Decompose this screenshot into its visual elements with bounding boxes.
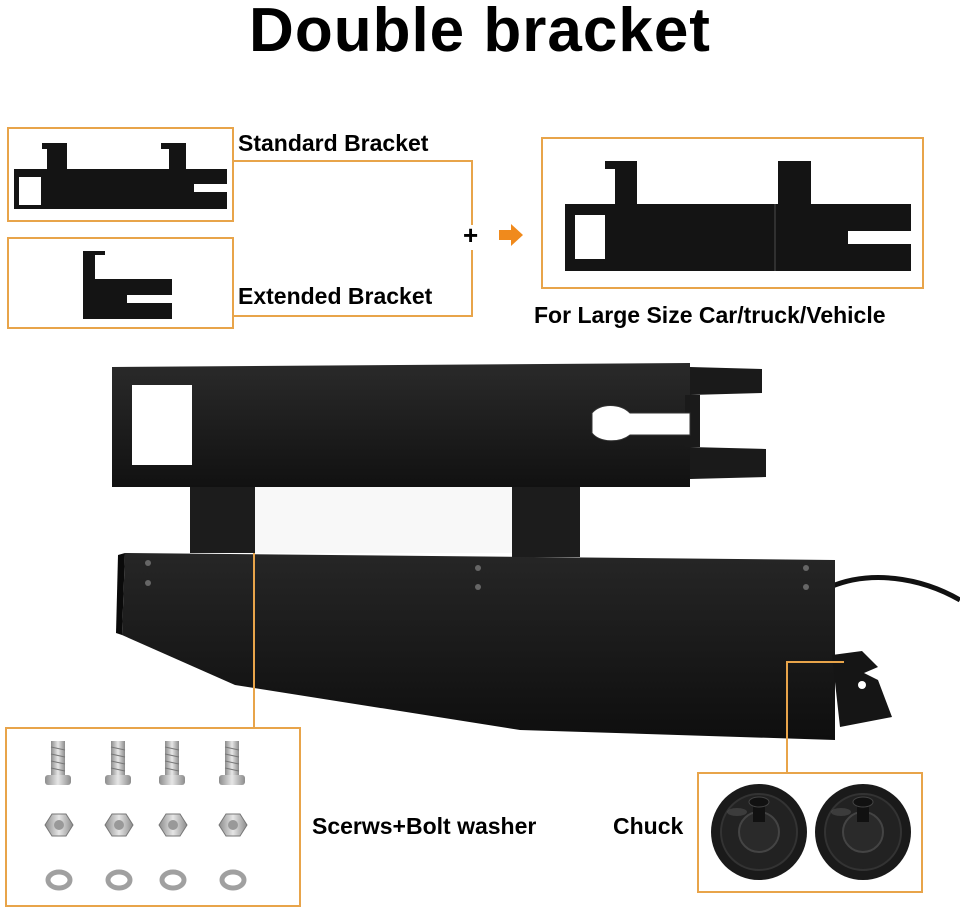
extended-bracket-image-box (7, 237, 234, 329)
page-title: Double bracket (249, 0, 711, 65)
main-bracket-photo (112, 363, 960, 740)
combined-caption: For Large Size Car/truck/Vehicle (534, 302, 886, 328)
screws-label: Scerws+Bolt washer (312, 813, 537, 839)
extended-bracket-label: Extended Bracket (238, 283, 433, 309)
connector-line-bottom (234, 315, 472, 317)
arrow-right-icon (499, 224, 523, 246)
standard-bracket-label: Standard Bracket (238, 130, 429, 156)
standard-bracket-image (14, 143, 227, 209)
connector-line-vertical-lower (471, 250, 473, 317)
plus-sign: + (463, 220, 479, 250)
connector-line-top (234, 160, 472, 162)
extended-bracket-image (83, 251, 172, 319)
combined-bracket-image-box (541, 137, 924, 289)
screws-callout-line (253, 553, 255, 729)
screws-image-box (5, 727, 301, 907)
screws-washers-image (44, 741, 248, 891)
chuck-label: Chuck (613, 813, 684, 839)
chuck-image (711, 784, 911, 880)
chuck-callout-line-vertical (786, 661, 788, 773)
chuck-callout-line-horizontal (786, 661, 844, 663)
combined-bracket-image (565, 161, 911, 271)
connector-line-vertical-upper (471, 160, 473, 225)
chuck-image-box (697, 772, 923, 893)
standard-bracket-image-box (7, 127, 234, 222)
